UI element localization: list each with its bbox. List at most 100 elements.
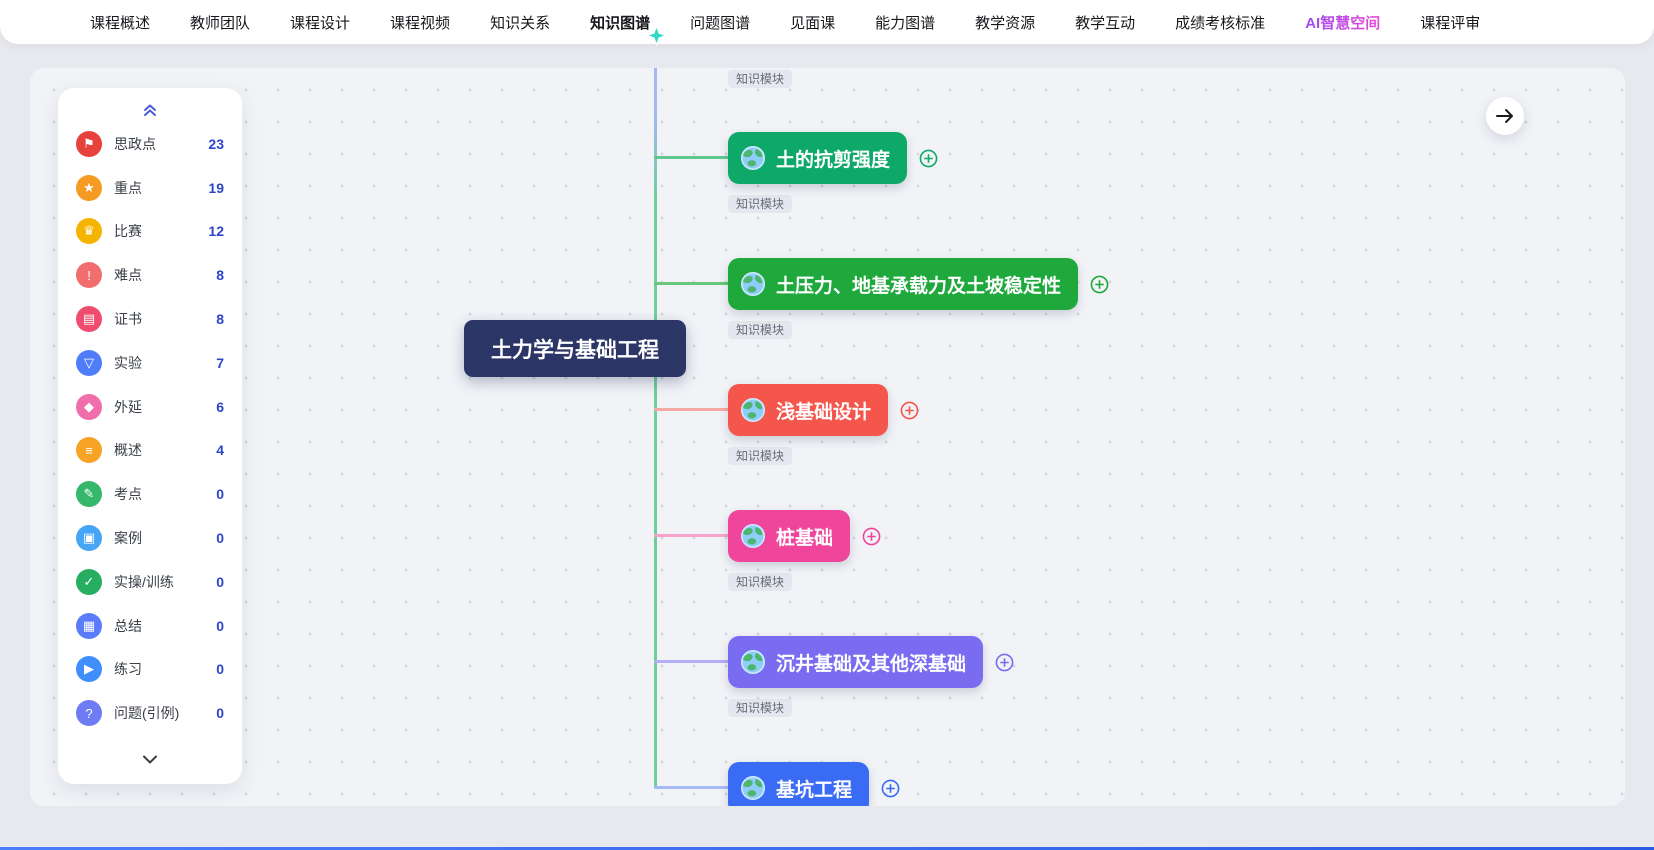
next-button[interactable] (1486, 97, 1524, 135)
add-child-button[interactable] (995, 653, 1014, 672)
legend-item-label: 总结 (114, 617, 142, 634)
exercise-icon: ▶ (76, 656, 102, 683)
legend-item-label: 思政点 (114, 135, 156, 152)
add-child-button[interactable] (881, 779, 900, 798)
node-pill[interactable]: 基坑工程 (728, 762, 870, 806)
top-navigation: 课程概述 教师团队 课程设计 课程视频 知识关系 知识图谱 问题图谱 见面课 能… (0, 0, 1654, 46)
globe-icon (740, 649, 766, 675)
legend-item-label: 考点 (114, 486, 142, 503)
legend-item-key-points[interactable]: ★ 重点 19 (76, 166, 224, 210)
nav-item-course-overview[interactable]: 课程概述 (90, 14, 151, 32)
legend-panel: ⚑ 思政点 23 ★ 重点 19 ♛ 比赛 12 ! 难点 8 (58, 88, 242, 784)
graph-node-caisson-foundation: 沉井基础及其他深基础 (728, 636, 1014, 688)
nav-item-knowledge-relations[interactable]: 知识关系 (490, 14, 551, 32)
add-child-button[interactable] (862, 527, 881, 546)
extension-icon: ◆ (76, 393, 102, 420)
node-label: 桩基础 (776, 527, 834, 549)
branch-line (654, 786, 730, 789)
nav-item-knowledge-graph[interactable]: 知识图谱 (590, 12, 668, 46)
bottom-accent-bar (0, 847, 1654, 850)
legend-item-experiment[interactable]: ▽ 实验 7 (76, 341, 224, 385)
legend-item-overview[interactable]: ≡ 概述 4 (76, 429, 224, 473)
legend-item-label: 外延 (114, 398, 142, 415)
exam-points-icon: ✎ (76, 481, 102, 508)
globe-icon (740, 523, 766, 549)
legend-item-count: 4 (216, 442, 224, 459)
legend-item-label: 案例 (114, 530, 142, 547)
legend-item-count: 19 (208, 179, 224, 196)
legend-item-exercise[interactable]: ▶ 练习 0 (76, 648, 224, 692)
nav-item-course-videos[interactable]: 课程视频 (390, 14, 451, 32)
node-label: 浅基础设计 (776, 401, 872, 423)
add-child-button[interactable] (919, 149, 938, 168)
nav-item-teacher-team[interactable]: 教师团队 (190, 14, 251, 32)
module-tag: 知识模块 (728, 447, 793, 465)
node-pill[interactable]: 沉井基础及其他深基础 (728, 636, 984, 688)
legend-item-extension[interactable]: ◆ 外延 6 (76, 385, 224, 429)
legend-item-count: 0 (216, 705, 224, 722)
node-pill[interactable]: 土压力、地基承载力及土坡稳定性 (728, 258, 1079, 310)
module-tag: 知识模块 (728, 321, 793, 339)
branch-line (654, 282, 730, 285)
legend-item-practice-training[interactable]: ✓ 实操/训练 0 (76, 560, 224, 604)
legend-item-case[interactable]: ▣ 案例 0 (76, 516, 224, 560)
collapse-legend-button[interactable] (76, 98, 224, 122)
legend-item-count: 12 (208, 223, 224, 240)
nav-item-course-review[interactable]: 课程评审 (1420, 14, 1481, 32)
graph-node-shear-strength: 土的抗剪强度 (728, 132, 938, 184)
legend-item-count: 8 (216, 311, 224, 328)
experiment-icon: ▽ (76, 349, 102, 376)
root-node[interactable]: 土力学与基础工程 (464, 320, 686, 377)
node-label: 土的抗剪强度 (776, 149, 891, 171)
nav-item-meeting-class[interactable]: 见面课 (790, 14, 836, 32)
legend-item-summary[interactable]: ▦ 总结 0 (76, 604, 224, 648)
legend-item-question-example[interactable]: ? 问题(引例) 0 (76, 691, 224, 735)
legend-item-certificate[interactable]: ▤ 证书 8 (76, 297, 224, 341)
knowledge-graph-canvas[interactable]: ⚑ 思政点 23 ★ 重点 19 ♛ 比赛 12 ! 难点 8 (30, 68, 1625, 806)
nav-item-teaching-resources[interactable]: 教学资源 (975, 14, 1036, 32)
nav-item-grade-criteria[interactable]: 成绩考核标准 (1175, 14, 1266, 32)
legend-item-ideology-points[interactable]: ⚑ 思政点 23 (76, 122, 224, 166)
nav-item-ai-space[interactable]: AI智慧空间 (1305, 12, 1380, 33)
graph-node-pile-foundation: 桩基础 (728, 510, 881, 562)
add-child-button[interactable] (900, 401, 919, 420)
certificate-icon: ▤ (76, 306, 102, 333)
nav-item-teaching-interaction[interactable]: 教学互动 (1075, 14, 1136, 32)
node-pill[interactable]: 土的抗剪强度 (728, 132, 908, 184)
add-child-button[interactable] (1090, 275, 1109, 294)
legend-item-count: 23 (208, 135, 224, 152)
branch-line (654, 156, 730, 159)
key-points-icon: ★ (76, 174, 102, 201)
nav-item-question-graph[interactable]: 问题图谱 (690, 14, 751, 32)
legend-item-label: 概述 (114, 442, 142, 459)
plus-circle-icon (1090, 275, 1109, 293)
graph-node-excavation-engineering: 基坑工程 (728, 762, 900, 806)
cursor-sparkle-icon (646, 24, 668, 46)
summary-icon: ▦ (76, 612, 102, 639)
arrow-right-icon (1496, 109, 1513, 123)
branch-line (654, 408, 730, 411)
node-pill[interactable]: 浅基础设计 (728, 384, 889, 436)
trunk-line (654, 68, 657, 788)
node-pill[interactable]: 桩基础 (728, 510, 851, 562)
root-node-label: 土力学与基础工程 (491, 338, 659, 362)
globe-icon (740, 397, 766, 423)
globe-icon (740, 775, 766, 801)
plus-circle-icon (881, 779, 900, 797)
nav-item-ability-graph[interactable]: 能力图谱 (875, 14, 936, 32)
legend-item-exam-points[interactable]: ✎ 考点 0 (76, 472, 224, 516)
graph-node-earth-pressure: 土压力、地基承载力及土坡稳定性 (728, 258, 1109, 310)
chevron-double-up-icon (144, 104, 156, 116)
expand-legend-button[interactable] (76, 742, 224, 776)
legend-item-label: 实操/训练 (114, 573, 174, 590)
legend-item-difficult-points[interactable]: ! 难点 8 (76, 253, 224, 297)
branch-line (654, 534, 730, 537)
legend-item-count: 8 (216, 267, 224, 284)
legend-item-competition[interactable]: ♛ 比赛 12 (76, 210, 224, 254)
legend-item-label: 问题(引例) (114, 705, 180, 722)
module-tag: 知识模块 (728, 699, 793, 717)
competition-icon: ♛ (76, 218, 102, 245)
nav-item-course-design[interactable]: 课程设计 (290, 14, 351, 32)
legend-item-count: 0 (216, 573, 224, 590)
